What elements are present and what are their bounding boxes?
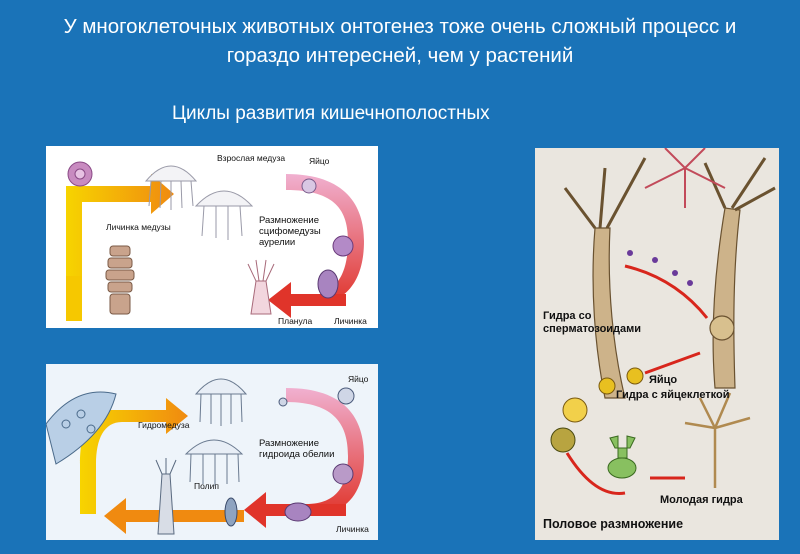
label-larva: Личинка (334, 316, 367, 326)
scyphomedusa-cycle-diagram: Взрослая медуза Яйцо Личинка медузы Разм… (46, 146, 378, 328)
strobila-icon (106, 246, 134, 314)
label-polyp: Полип (194, 481, 219, 491)
polyp-icon (248, 260, 274, 314)
hydra-reproduction-graphic (535, 148, 779, 540)
arrow-egg-to-zygote (645, 353, 700, 373)
label-egg: Яйцо (309, 156, 329, 166)
label-hydra-egg-cell: Гидра с яйцеклеткой (616, 389, 730, 401)
young-hydra-icon (685, 393, 750, 488)
label-young-hydra: Молодая гидра (660, 494, 743, 506)
label-obelia-reproduction: Размножение гидроида обелии (259, 438, 339, 460)
label-hydra-sperm: Гидра со сперматозоидами (543, 310, 663, 336)
label-egg: Яйцо (649, 374, 677, 386)
slide-title: У многоклеточных животных онтогенез тоже… (40, 12, 760, 70)
gastrula-icon (551, 428, 575, 452)
hydromedusa-icon (186, 379, 246, 486)
sperm-icon (279, 398, 287, 406)
polyp-icon (156, 458, 176, 534)
cycle-arrow-left (66, 276, 82, 321)
label-medusa-larva: Личинка медузы (106, 222, 171, 232)
label-hydromedusa: Гидромедуза (138, 420, 190, 430)
larva-icon (285, 503, 311, 521)
ephyra-icon (68, 162, 92, 186)
egg-icon (302, 179, 316, 193)
polyp-bud-icon (225, 498, 237, 526)
label-adult-medusa: Взрослая медуза (217, 153, 285, 163)
obelia-cycle-diagram: Гидромедуза Яйцо Размножение гидроида об… (46, 364, 378, 540)
label-sexual-reproduction: Половое размножение (543, 518, 683, 530)
hydra-reproduction-diagram: Гидра со сперматозоидами Яйцо Гидра с яй… (535, 148, 779, 540)
label-larva: Личинка (336, 524, 369, 534)
slide-subtitle: Циклы развития кишечнополостных (172, 103, 490, 125)
embryo-shell-icon (608, 436, 636, 478)
label-planula: Планула (278, 316, 312, 326)
morula-icon (333, 464, 353, 484)
hydra-body-icon (565, 158, 775, 398)
blastula-icon (563, 398, 587, 422)
egg-icon (338, 388, 354, 404)
larva-icon (318, 270, 338, 298)
label-scyphomedusa-reproduction: Размножение сцифомедузы аурелии (259, 215, 349, 248)
label-egg: Яйцо (348, 374, 368, 384)
